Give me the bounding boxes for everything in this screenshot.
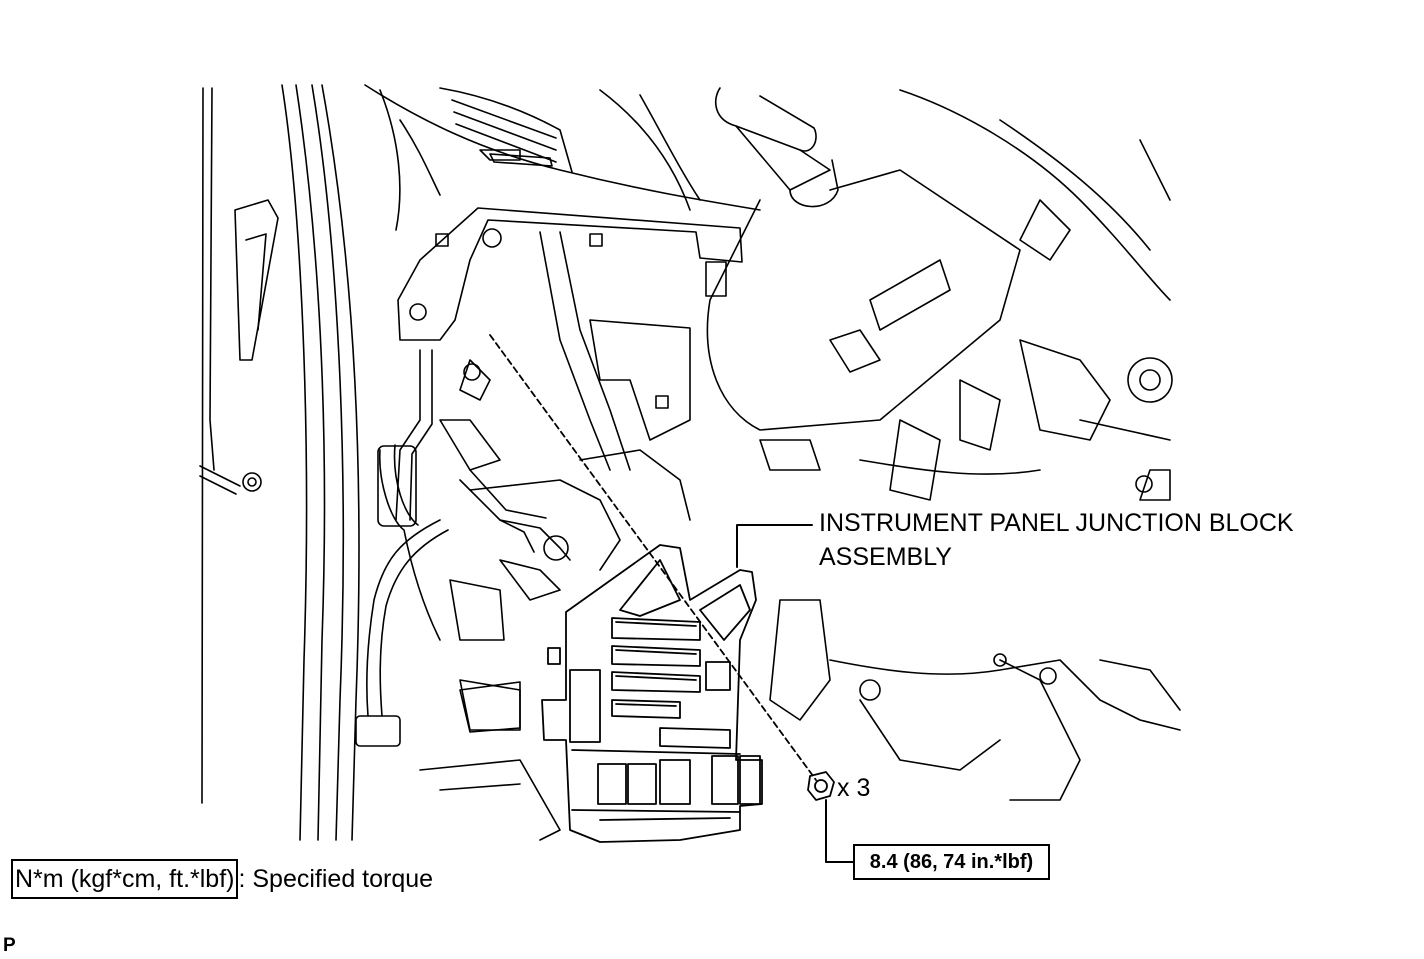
steering-column (639, 87, 1171, 431)
floor-area (419, 681, 561, 841)
legend-unit-box: N*m (kgf*cm, ft.*lbf) (11, 859, 239, 899)
torque-spec-box: 8.4 (86, 74 in.*lbf) (853, 844, 1050, 880)
leader-lines (736, 524, 855, 863)
page-code: P (3, 935, 16, 956)
part-label-line-1: INSTRUMENT PANEL JUNCTION BLOCK (819, 509, 1294, 537)
part-label-line-2: ASSEMBLY (819, 543, 952, 571)
junction-block (541, 544, 763, 843)
torque-legend: N*m (kgf*cm, ft.*lbf): Specified torque (11, 859, 433, 899)
mounting-bracket (397, 207, 821, 471)
quantity-label: x 3 (837, 774, 871, 802)
right-side-components (769, 339, 1181, 801)
wire-harness (355, 349, 691, 747)
door-frame (199, 84, 360, 841)
bolt-alignment-line (489, 334, 817, 781)
dashboard-vent (364, 84, 761, 231)
legend-description: : Specified torque (238, 865, 434, 893)
nut-icon (807, 771, 835, 801)
